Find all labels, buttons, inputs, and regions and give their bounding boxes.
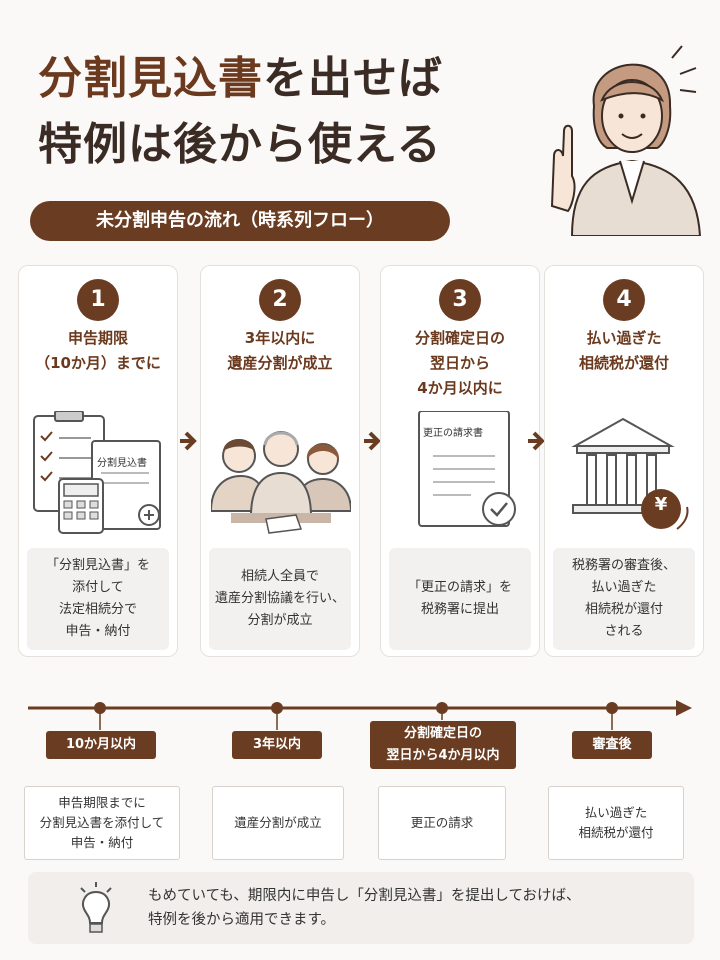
timeline-box: 更正の請求 (378, 786, 506, 860)
step-heading: 申告期限 （10か月）までに (35, 329, 161, 372)
step-card-2: 2 3年以内に 遺産分割が成立 相続人全員で 遺産分割協議を行い、 分割が成立 (200, 265, 360, 657)
step-heading: 払い過ぎた 相続税が還付 (578, 329, 669, 372)
title-accent: 分割見込書 (38, 53, 263, 104)
doc-label: 分割見込書 (97, 458, 147, 469)
step-card-1: 1 申告期限 （10か月）までに 分割見込書 「分割見込書」を 添付して 法定相… (18, 265, 178, 657)
subtitle-pill: 未分割申告の流れ（時系列フロー） (30, 201, 450, 241)
step-number: 1 (77, 279, 119, 321)
tip-note: もめていても、期限内に申告し「分割見込書」を提出しておけば、 特例を後から適用で… (28, 872, 694, 944)
step-number: 2 (259, 279, 301, 321)
title-line2: 特例は後から使える (38, 119, 442, 170)
step-number: 3 (439, 279, 481, 321)
timeline-label: 分割確定日の 翌日から4か月以内 (370, 721, 516, 769)
step-card-4: 4 払い過ぎた 相続税が還付 ¥ 税務署の審査後、 払い過ぎた 相続税が還付 さ… (544, 265, 704, 657)
step-description: 税務署の審査後、 払い過ぎた 相続税が還付 される (553, 548, 695, 650)
flow-arrow-icon (180, 431, 197, 451)
checklist-calculator-illustration (33, 411, 161, 534)
correction-form-illustration (418, 411, 516, 527)
timeline-label: 10か月以内 (46, 731, 156, 759)
timeline-box: 遺産分割が成立 (212, 786, 344, 860)
doc-label: 更正の請求書 (423, 428, 483, 439)
woman-pointing-illustration (550, 45, 702, 236)
yen-symbol: ¥ (654, 494, 668, 515)
flow-arrow-icon (364, 431, 381, 451)
timeline-label: 3年以内 (232, 731, 322, 759)
family-group-illustration (211, 431, 351, 534)
step-description: 「分割見込書」を 添付して 法定相続分で 申告・納付 (27, 548, 169, 650)
timeline-box: 払い過ぎた 相続税が還付 (548, 786, 684, 860)
tax-office-refund-illustration (571, 417, 689, 530)
step-card-3: 3 分割確定日の 翌日から 4か月以内に 更正の請求書 「更正の請求」を 税務署… (380, 265, 540, 657)
step-heading: 3年以内に 遺産分割が成立 (227, 329, 333, 372)
flow-arrow-icon (528, 431, 545, 451)
step-heading: 分割確定日の 翌日から 4か月以内に (414, 329, 505, 397)
step-description: 「更正の請求」を 税務署に提出 (389, 548, 531, 650)
step-number: 4 (603, 279, 645, 321)
timeline-box: 申告期限までに 分割見込書を添付して 申告・納付 (24, 786, 180, 860)
lightbulb-icon (80, 882, 112, 933)
timeline-label: 審査後 (572, 731, 652, 759)
page-title: 分割見込書を出せば 特例は後から使える (38, 46, 528, 178)
timeline-arrow (28, 700, 692, 730)
tip-text: もめていても、期限内に申告し「分割見込書」を提出しておけば、 特例を後から適用で… (148, 888, 581, 928)
step-description: 相続人全員で 遺産分割協議を行い、 分割が成立 (209, 548, 351, 650)
title-line1-rest: を出せば (263, 53, 443, 104)
